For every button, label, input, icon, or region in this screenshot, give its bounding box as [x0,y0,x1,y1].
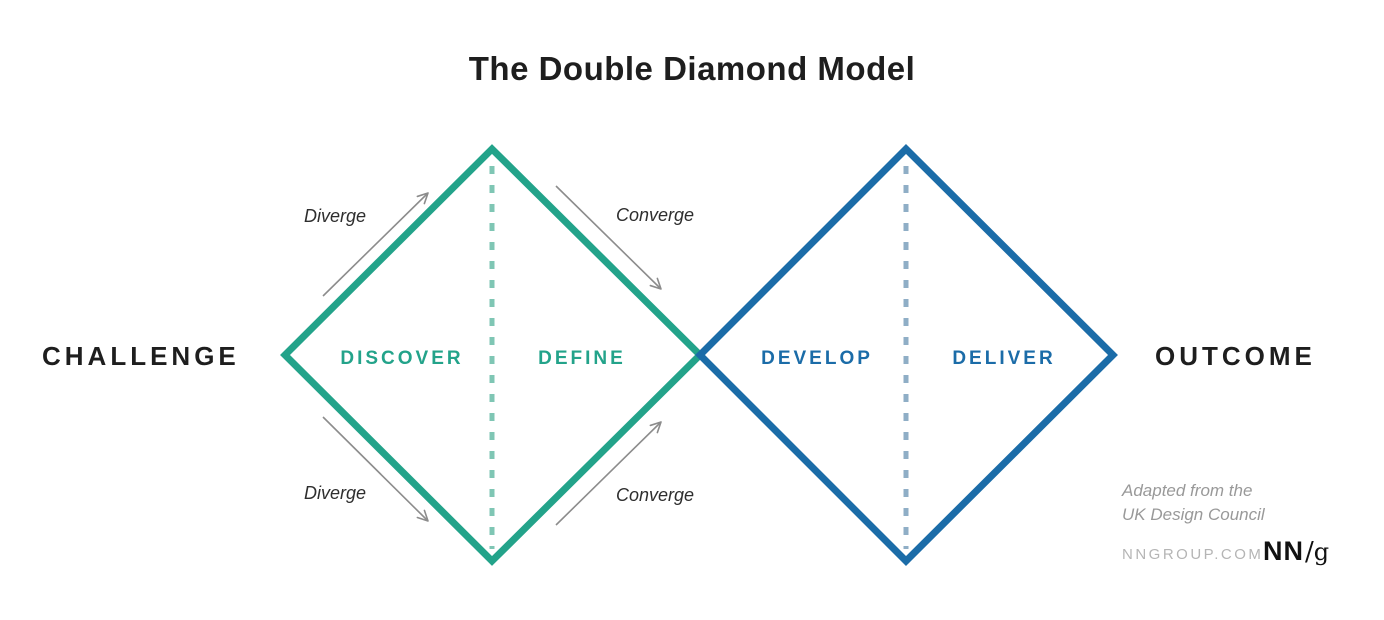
diverge-bottom-arrow-icon [322,416,429,522]
diverge-top-label: Diverge [304,206,367,226]
nng-logo-nn: NN [1263,536,1304,566]
page-title: The Double Diamond Model [468,50,916,87]
nngroup-website-label: NNGROUP.COM [1122,546,1264,563]
outcome-label: OUTCOME [1155,341,1316,371]
diverge-bottom-label: Diverge [304,483,367,503]
attribution-line-1: Adapted from the [1122,481,1253,500]
attribution-line-2: UK Design Council [1122,505,1265,524]
nng-logo-g: g [1313,538,1330,566]
develop-deliver-diamond-outline [695,144,1118,566]
deliver-phase-label: DELIVER [952,348,1056,369]
define-phase-label: DEFINE [538,348,626,369]
converge-top-label: Converge [616,205,695,225]
converge-top-arrow-icon [555,185,662,290]
diverge-top-arrow-icon [322,192,429,297]
discover-phase-label: DISCOVER [340,348,464,369]
converge-bottom-arrow-icon [555,421,662,526]
develop-phase-label: DEVELOP [761,348,873,369]
challenge-label: CHALLENGE [42,341,240,371]
nng-logo-slash: / [1305,537,1314,567]
attribution-text: Adapted from the UK Design Council [1122,479,1265,527]
nng-logo: NN/g [1263,536,1329,567]
converge-bottom-label: Converge [616,485,695,505]
